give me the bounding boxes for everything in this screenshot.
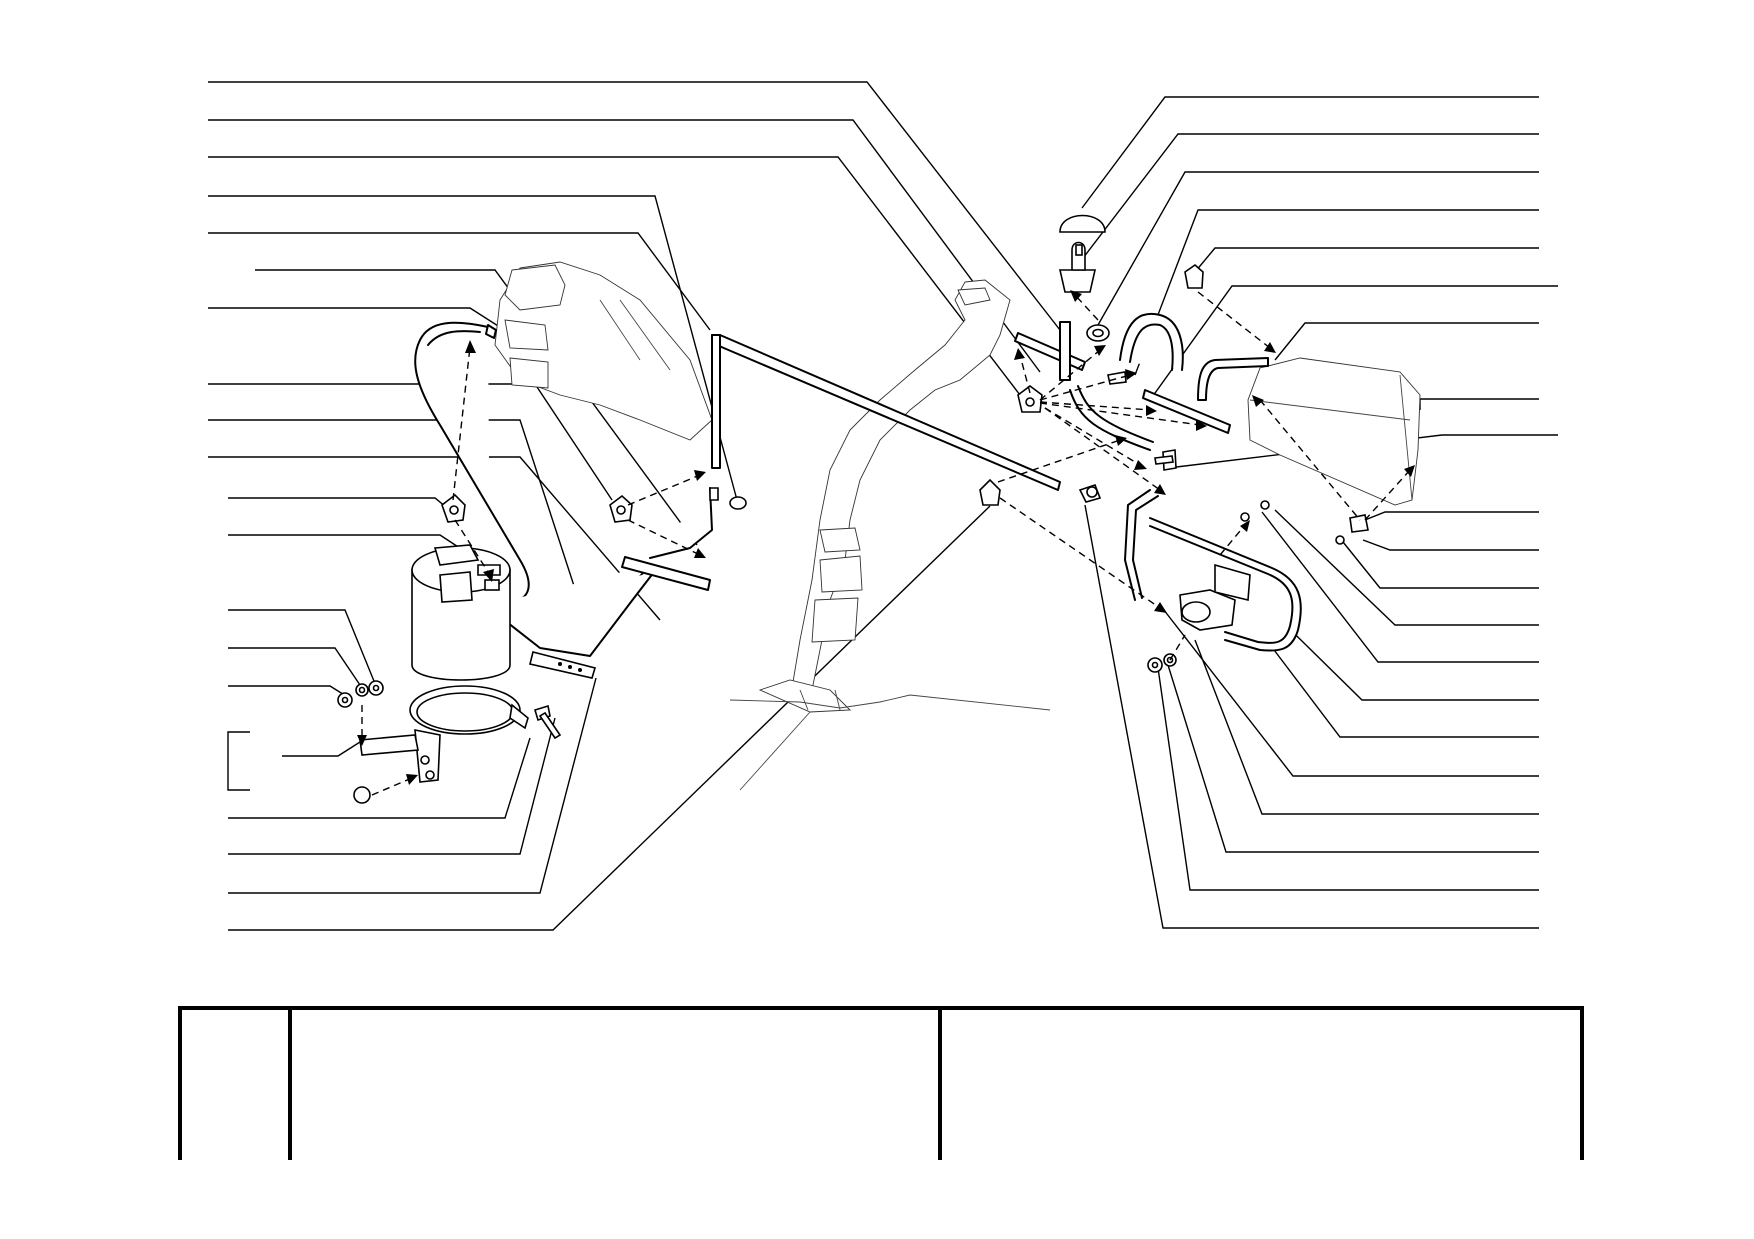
- purge-valve: [1058, 241, 1097, 293]
- callout-leader-r16: [1267, 641, 1539, 738]
- callout-leader-r12: [1342, 541, 1539, 589]
- fuel-tank: [1247, 357, 1421, 506]
- parts-table-frame: [178, 1006, 1584, 1160]
- callout-leader-r19: [1167, 664, 1539, 853]
- callout-leader-l3: [208, 156, 1021, 396]
- clip-top-right: [1184, 263, 1204, 289]
- callout-leader-l15: [228, 685, 347, 697]
- adaptor-center: [1078, 483, 1102, 503]
- callout-leader-r10: [1359, 511, 1539, 523]
- callout-leader-r11: [1362, 539, 1539, 551]
- clip-right-mid: [1017, 385, 1043, 413]
- callout-leader-l6: [255, 269, 698, 546]
- charcoal-canister: [411, 544, 511, 681]
- canister-bracket: [359, 685, 529, 783]
- callout-leader-l17: [282, 741, 361, 757]
- callout-leader-r18: [1194, 639, 1539, 815]
- hose-short-left: [621, 487, 713, 591]
- filler-neck: [758, 279, 1011, 713]
- callout-leader-l1: [208, 81, 1061, 331]
- t-piece: [1107, 371, 1177, 471]
- fitment-dash-lines: [357, 290, 1415, 796]
- callout-leader-l14: [228, 647, 361, 686]
- callout-leader-l11: [228, 497, 453, 513]
- callout-leader-r21: [1084, 504, 1539, 929]
- callout-leader-l10: [208, 456, 661, 621]
- cap: [1059, 214, 1106, 233]
- callout-leader-l21: [228, 505, 991, 931]
- washers-left: [337, 680, 384, 804]
- callout-leader-l20: [228, 677, 597, 894]
- hose-right-upper: [1014, 312, 1269, 451]
- callout-leader-r5: [1194, 247, 1539, 273]
- callout-leader-r2: [1079, 133, 1539, 263]
- adaptor-left: [709, 487, 719, 501]
- callout-leader-l16: [227, 731, 250, 791]
- floor-pan: [729, 694, 1051, 791]
- callout-leader-r14: [1261, 511, 1539, 663]
- callout-leader-l13: [228, 609, 377, 687]
- strap: [529, 651, 597, 679]
- hose-canister-loop: [414, 321, 530, 603]
- callout-leader-l18: [228, 737, 531, 819]
- right-callout-leaders: [1079, 96, 1558, 929]
- callout-leader-r4: [1134, 209, 1539, 376]
- callout-leader-l8: [208, 383, 613, 501]
- callout-leader-l4: [208, 195, 738, 501]
- callout-leader-r1: [1081, 96, 1539, 209]
- callout-leader-l19: [228, 717, 556, 855]
- grommet-left: [729, 496, 747, 510]
- bolt-left: [534, 704, 562, 740]
- clip-center: [979, 478, 1001, 506]
- callout-leader-l9: [208, 419, 591, 636]
- hose-main-cross: [711, 334, 1061, 491]
- callout-leader-r17: [1159, 604, 1539, 777]
- callout-leader-r3: [1097, 171, 1539, 326]
- callout-leader-r20: [1157, 667, 1539, 891]
- hose-canister-outlet: [489, 564, 655, 657]
- callout-leader-r7: [1274, 322, 1539, 361]
- grommet-top: [1086, 324, 1110, 342]
- callout-leader-r8: [1419, 398, 1539, 410]
- callout-leader-r13: [1274, 509, 1539, 626]
- callout-leader-r9: [1167, 434, 1558, 469]
- left-callout-leaders: [208, 81, 1061, 931]
- solenoid-valve: [1179, 563, 1251, 631]
- clip-left-mid: [609, 494, 633, 523]
- callout-leader-l5: [208, 232, 711, 331]
- engine-intake: [494, 261, 713, 441]
